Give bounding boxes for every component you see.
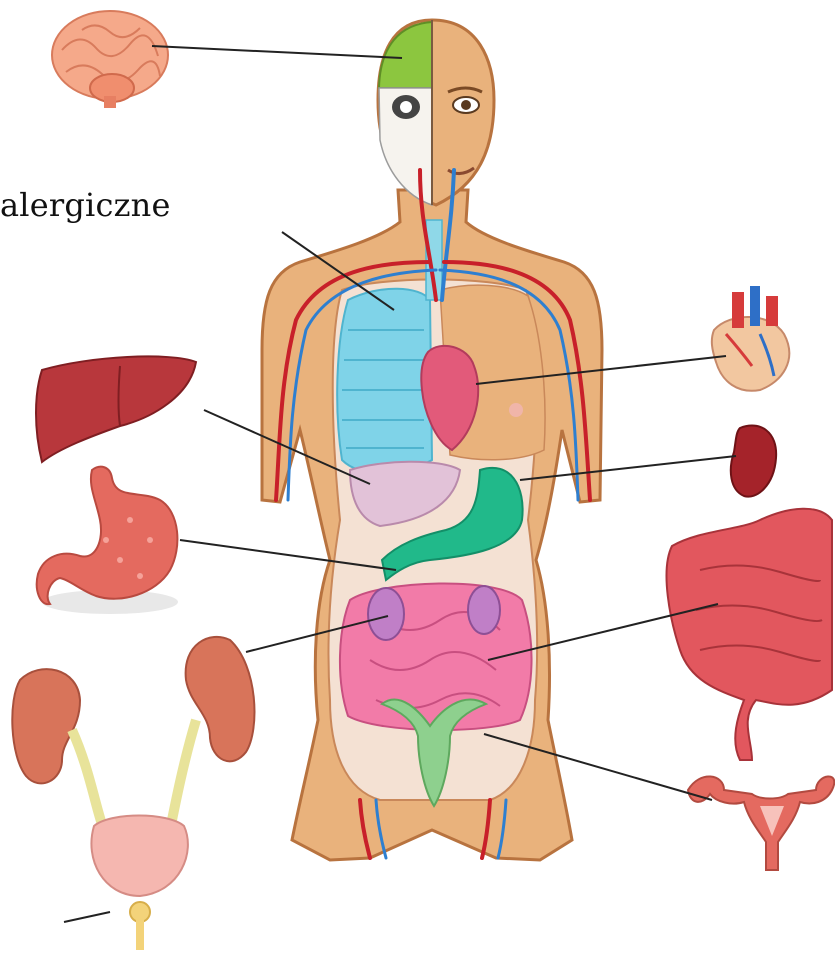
liver-organ <box>36 356 196 462</box>
brain-section <box>379 22 432 88</box>
uterus-organ <box>688 776 834 870</box>
heart-organ <box>712 286 789 391</box>
brain-organ <box>52 11 168 108</box>
nipple <box>509 403 523 417</box>
pointer-bladder <box>64 912 110 922</box>
pointer-brain <box>152 46 402 58</box>
spleen-organ <box>731 426 776 497</box>
caption-text: alergiczne <box>0 186 171 224</box>
colon-organ <box>667 509 832 760</box>
head <box>378 20 494 205</box>
kidneys-bladder-organ <box>12 637 254 950</box>
kidney-right-in-body <box>468 586 500 634</box>
kidney-left-in-body <box>368 588 404 640</box>
stomach-organ <box>37 467 178 614</box>
lungs-in-body <box>337 289 432 474</box>
